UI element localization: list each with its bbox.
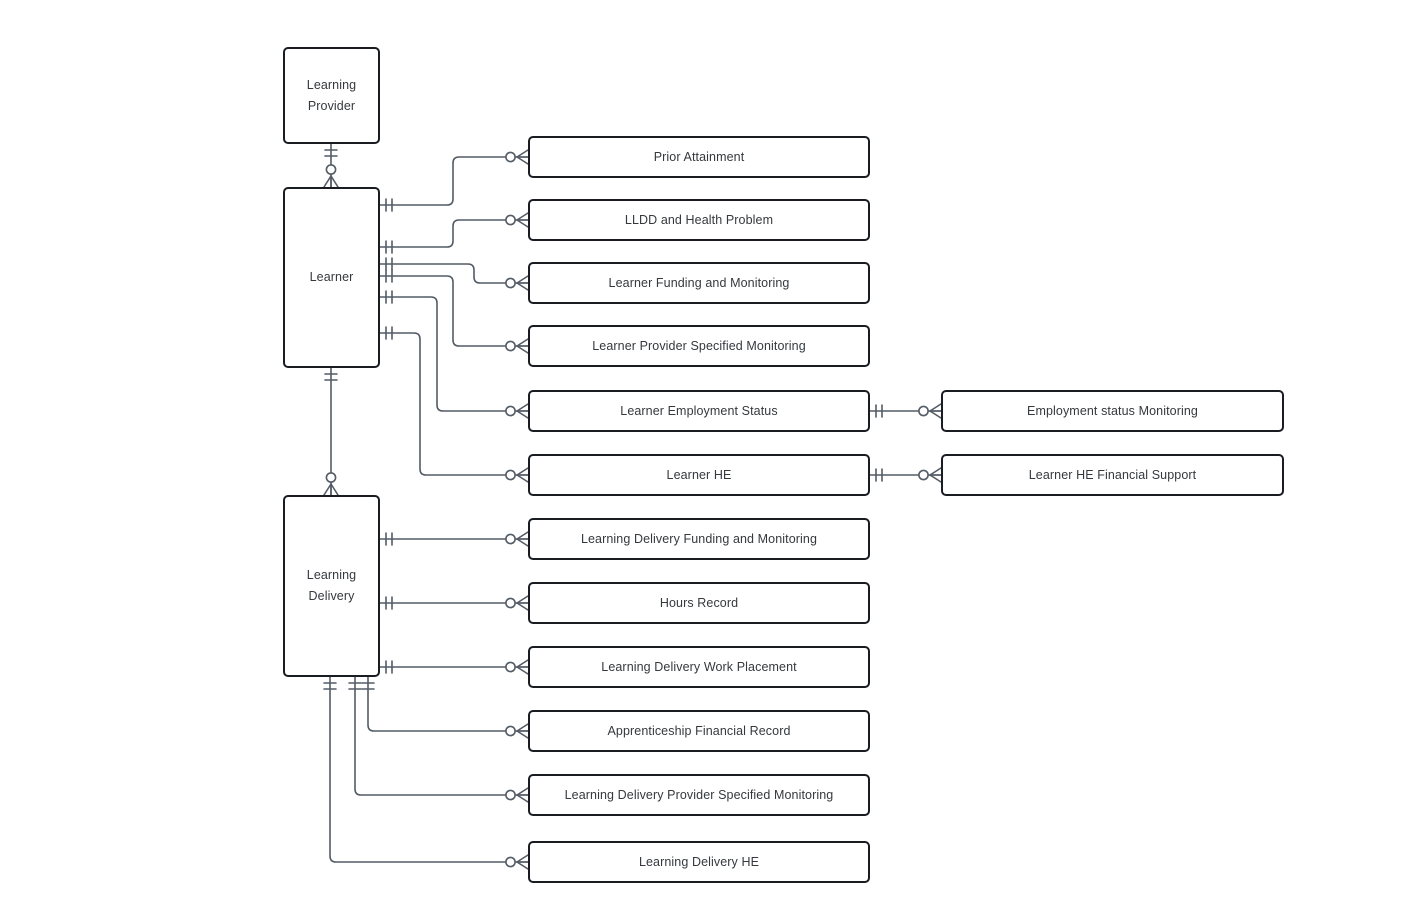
- entity-label: Learner HE Financial Support: [1028, 467, 1197, 482]
- entity-label: Prior Attainment: [653, 149, 745, 164]
- entity-employment-status-monitoring: Employment status Monitoring: [941, 390, 1284, 432]
- relationship-learner-employment-status-employment-status-monitoring: [870, 403, 942, 419]
- entity-learning-delivery-provider-specified-monitoring: Learning Delivery Provider Specified Mon…: [528, 774, 870, 816]
- entity-learning-delivery-funding-monitoring: Learning Delivery Funding and Monitoring: [528, 518, 870, 560]
- entity-learner-he-financial-support: Learner HE Financial Support: [941, 454, 1284, 496]
- entity-prior-attainment: Prior Attainment: [528, 136, 870, 178]
- entity-label: Apprenticeship Financial Record: [607, 723, 791, 738]
- entity-learner-he: Learner HE: [528, 454, 870, 496]
- entity-learner-employment-status: Learner Employment Status: [528, 390, 870, 432]
- relationship-learner-learner-he: [380, 326, 529, 483]
- entity-apprenticeship-financial-record: Apprenticeship Financial Record: [528, 710, 870, 752]
- relationship-learner-lldd-health-problem: [380, 212, 529, 254]
- entity-label: Employment status Monitoring: [1027, 403, 1198, 418]
- entity-label: Learner Employment Status: [620, 403, 778, 418]
- entity-label: Hours Record: [659, 595, 739, 610]
- entity-label: Learning Delivery Provider Specified Mon…: [564, 787, 834, 802]
- relationship-learner-learner-provider-specified-monitoring: [380, 269, 529, 354]
- relationship-learner-learning-delivery: [323, 368, 339, 496]
- entity-label: Learner: [309, 270, 354, 285]
- entity-learning-delivery-he: Learning Delivery HE: [528, 841, 870, 883]
- entity-learner: Learner: [283, 187, 380, 368]
- entity-hours-record: Hours Record: [528, 582, 870, 624]
- entity-learning-delivery-work-placement: Learning Delivery Work Placement: [528, 646, 870, 688]
- entity-label: Learning Delivery: [306, 568, 357, 603]
- entity-label: Learner HE: [666, 467, 732, 482]
- entity-learner-funding-monitoring: Learner Funding and Monitoring: [528, 262, 870, 304]
- relationship-learning-delivery-learning-delivery-work-placement: [380, 659, 529, 675]
- entity-lldd-health-problem: LLDD and Health Problem: [528, 199, 870, 241]
- entity-learning-delivery: Learning Delivery: [283, 495, 380, 677]
- relationship-learning-provider-learner: [323, 144, 339, 188]
- relationship-learning-delivery-apprenticeship-financial-record: [361, 677, 529, 739]
- entity-label: Learning Provider: [306, 77, 357, 113]
- relationship-learner-learner-employment-status: [380, 290, 529, 419]
- entity-label: Learning Delivery HE: [638, 854, 760, 869]
- entity-label: Learner Provider Specified Monitoring: [592, 338, 806, 353]
- entity-label: Learning Delivery Work Placement: [601, 659, 797, 674]
- entity-label: Learner Funding and Monitoring: [608, 275, 790, 290]
- relationship-learning-delivery-hours-record: [380, 595, 529, 611]
- relationship-learner-he-learner-he-financial-support: [870, 467, 942, 483]
- relationship-learner-learner-funding-monitoring: [380, 257, 529, 291]
- relationship-learning-delivery-learning-delivery-provider-specified-monitoring: [348, 677, 529, 803]
- entity-label: Learning Delivery Funding and Monitoring: [580, 531, 818, 546]
- relationship-learning-delivery-learning-delivery-he: [323, 677, 529, 870]
- entity-learner-provider-specified-monitoring: Learner Provider Specified Monitoring: [528, 325, 870, 367]
- entity-learning-provider: Learning Provider: [283, 47, 380, 144]
- relationship-learner-prior-attainment: [380, 149, 529, 212]
- relationship-learning-delivery-learning-delivery-funding-monitoring: [380, 531, 529, 547]
- entity-label: LLDD and Health Problem: [624, 212, 774, 227]
